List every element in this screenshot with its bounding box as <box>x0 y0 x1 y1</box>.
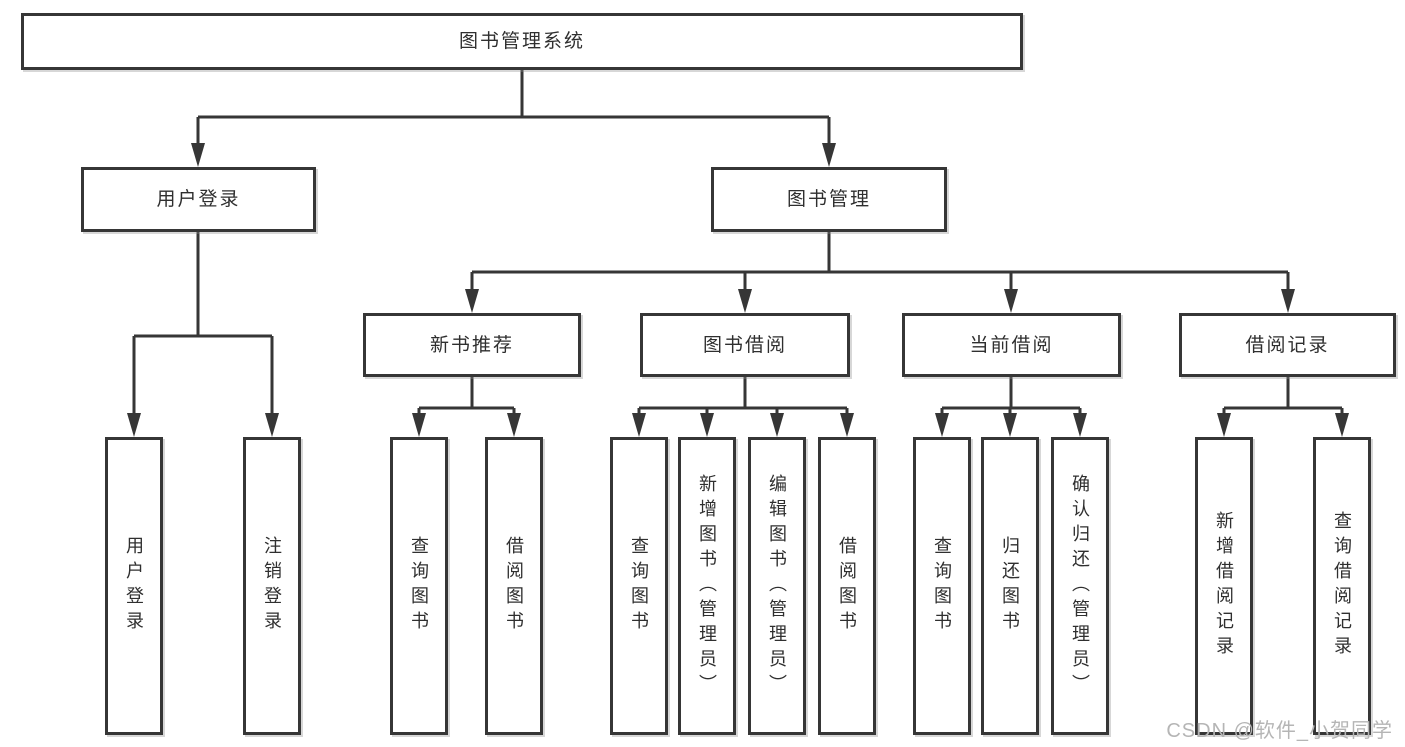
node-label: 编辑图书（管理员） <box>767 473 787 699</box>
leaf-return-book: 归还图书 <box>981 437 1039 735</box>
node-book-management: 图书管理 <box>711 167 947 232</box>
leaf-add-borrow-record: 新增借阅记录 <box>1195 437 1253 735</box>
leaf-query-books-borrow: 查询图书 <box>610 437 668 735</box>
node-label: 图书借阅 <box>702 334 787 356</box>
node-label: 用户登录 <box>124 536 144 636</box>
leaf-edit-book-admin: 编辑图书（管理员） <box>748 437 806 735</box>
leaf-user-login: 用户登录 <box>105 437 163 735</box>
node-label: 注销登录 <box>262 536 282 636</box>
leaf-query-borrow-record: 查询借阅记录 <box>1313 437 1371 735</box>
node-label: 新书推荐 <box>429 334 514 356</box>
node-label: 用户登录 <box>156 189 241 210</box>
leaf-add-book-admin: 新增图书（管理员） <box>678 437 736 735</box>
node-label: 新增借阅记录 <box>1214 511 1234 661</box>
leaf-logout: 注销登录 <box>243 437 301 735</box>
node-label: 确认归还（管理员） <box>1070 473 1090 699</box>
node-label: 查询图书 <box>932 536 952 636</box>
node-library-system: 图书管理系统 <box>21 13 1023 70</box>
node-current-borrowing: 当前借阅 <box>902 313 1121 377</box>
leaf-query-books-recommend: 查询图书 <box>390 437 448 735</box>
node-label: 查询借阅记录 <box>1332 511 1352 661</box>
node-book-borrowing: 图书借阅 <box>640 313 850 377</box>
node-label: 查询图书 <box>409 536 429 636</box>
leaf-borrow-book: 借阅图书 <box>818 437 876 735</box>
leaf-query-books-current: 查询图书 <box>913 437 971 735</box>
node-label: 图书管理 <box>786 189 871 210</box>
node-borrowing-records: 借阅记录 <box>1179 313 1396 377</box>
node-user-login: 用户登录 <box>81 167 316 232</box>
node-label: 图书管理系统 <box>458 31 585 52</box>
node-label: 当前借阅 <box>969 334 1054 356</box>
node-label: 查询图书 <box>629 536 649 636</box>
node-label: 借阅图书 <box>837 536 857 636</box>
csdn-watermark: CSDN @软件_小贺同学 <box>1166 720 1393 742</box>
node-new-book-recommend: 新书推荐 <box>363 313 581 377</box>
node-label: 新增图书（管理员） <box>697 473 717 699</box>
node-label: 借阅记录 <box>1245 334 1330 356</box>
node-label: 归还图书 <box>1000 536 1020 636</box>
node-label: 借阅图书 <box>504 536 524 636</box>
leaf-confirm-return-admin: 确认归还（管理员） <box>1051 437 1109 735</box>
leaf-borrow-books-recommend: 借阅图书 <box>485 437 543 735</box>
